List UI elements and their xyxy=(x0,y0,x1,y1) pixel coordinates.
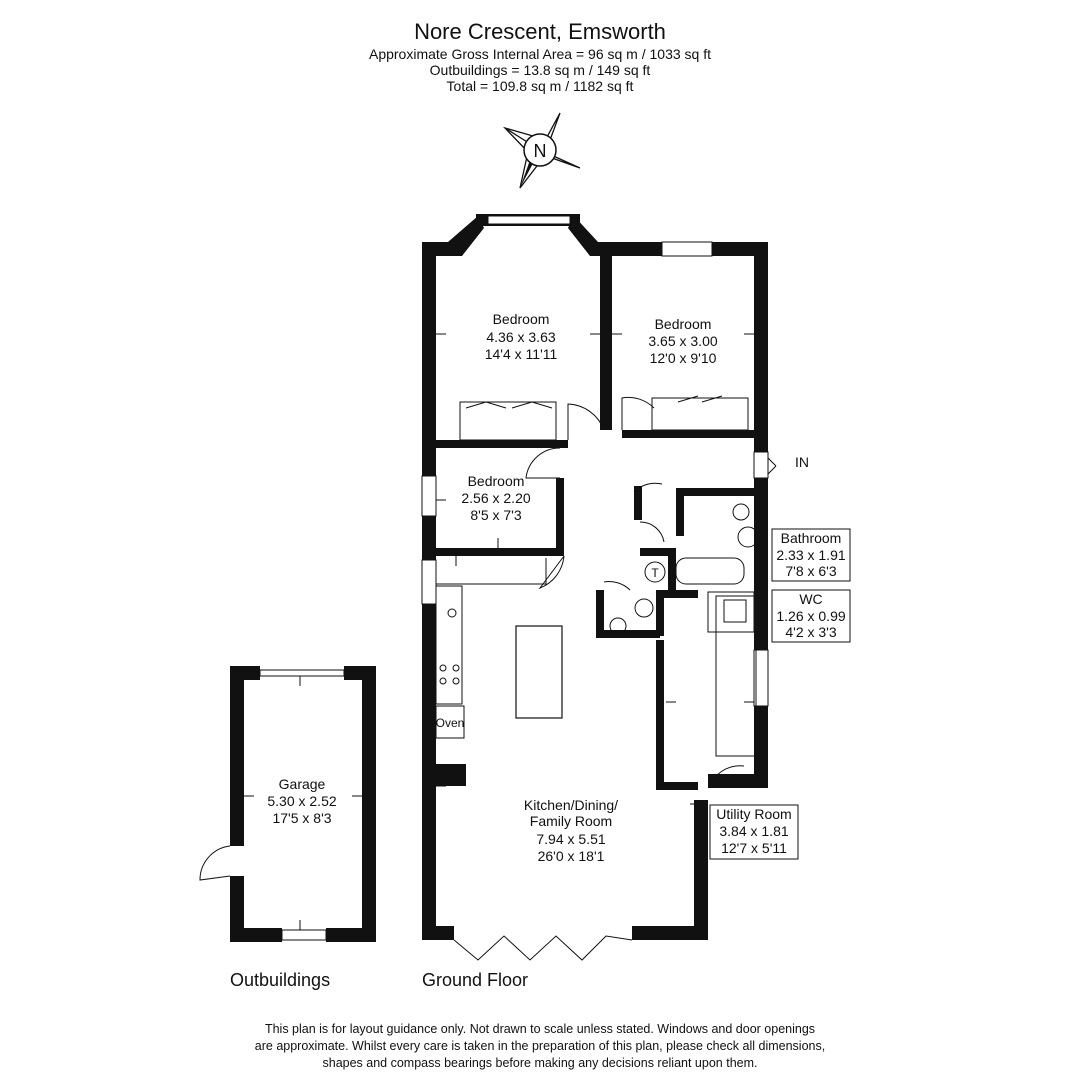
garage-metric: 5.30 x 2.52 xyxy=(267,793,336,809)
ground-floor-windows xyxy=(421,215,769,707)
bedroom-3-name: Bedroom xyxy=(468,473,525,489)
entrance-label: IN xyxy=(795,454,809,470)
outbuildings-label: Outbuildings xyxy=(230,970,331,990)
bathroom-imperial: 7'8 x 6'3 xyxy=(785,563,836,579)
bedroom-2-metric: 3.65 x 3.00 xyxy=(648,333,717,349)
bedroom-2-imperial: 12'0 x 9'10 xyxy=(650,350,717,366)
tank-icon xyxy=(644,561,666,583)
kitchen-metric: 7.94 x 5.51 xyxy=(536,831,605,847)
tank-label: T xyxy=(651,566,659,580)
room-kitchen: Kitchen/Dining/ Family Room 7.94 x 5.51 … xyxy=(524,797,618,864)
garage-imperial: 17'5 x 8'3 xyxy=(272,810,331,826)
room-bedroom-2: Bedroom 3.65 x 3.00 12'0 x 9'10 xyxy=(648,316,717,366)
bedroom-3-imperial: 8'5 x 7'3 xyxy=(470,507,521,523)
dimension-markers xyxy=(244,333,754,930)
compass-icon: N xyxy=(502,112,581,189)
wc-imperial: 4'2 x 3'3 xyxy=(785,624,836,640)
room-utility: Utility Room 3.84 x 1.81 12'7 x 5'11 xyxy=(709,804,799,860)
oven-label: Oven xyxy=(436,716,465,730)
kitchen-name-line1: Kitchen/Dining/ xyxy=(524,797,618,813)
bedroom-1-name: Bedroom xyxy=(493,311,550,327)
bedroom-1-imperial: 14'4 x 11'11 xyxy=(485,346,558,362)
garage-walls xyxy=(230,666,376,942)
garage-name: Garage xyxy=(279,776,326,792)
bedroom-1-metric: 4.36 x 3.63 xyxy=(486,329,555,345)
wc-name: WC xyxy=(799,591,822,607)
utility-imperial: 12'7 x 5'11 xyxy=(721,840,787,856)
disclaimer: This plan is for layout guidance only. N… xyxy=(220,1021,860,1072)
room-bathroom: Bathroom 2.33 x 1.91 7'8 x 6'3 xyxy=(771,528,851,582)
doors xyxy=(453,396,777,961)
plan-header: Nore Crescent, Emsworth Approximate Gros… xyxy=(0,18,1080,94)
property-title: Nore Crescent, Emsworth xyxy=(414,19,666,44)
room-bedroom-3: Bedroom 2.56 x 2.20 8'5 x 7'3 xyxy=(461,473,530,523)
room-bedroom-1: Bedroom 4.36 x 3.63 14'4 x 11'11 xyxy=(485,311,558,362)
room-garage: Garage 5.30 x 2.52 17'5 x 8'3 xyxy=(267,776,336,826)
disclaimer-line-3: shapes and compass bearings before makin… xyxy=(322,1056,758,1070)
outbuildings-area-text: Outbuildings = 13.8 sq m / 149 sq ft xyxy=(429,62,651,78)
room-wc: WC 1.26 x 0.99 4'2 x 3'3 xyxy=(771,589,851,643)
disclaimer-line-1: This plan is for layout guidance only. N… xyxy=(264,1022,816,1036)
bathroom-name: Bathroom xyxy=(781,530,842,546)
ground-floor-label: Ground Floor xyxy=(422,970,529,990)
compass-label: N xyxy=(534,141,547,161)
garage-openings xyxy=(199,669,345,941)
bathroom-metric: 2.33 x 1.91 xyxy=(776,547,845,563)
kitchen-name-line2: Family Room xyxy=(530,813,612,829)
bedroom-2-name: Bedroom xyxy=(655,316,712,332)
utility-name: Utility Room xyxy=(716,806,791,822)
kitchen-imperial: 26'0 x 18'1 xyxy=(538,848,605,864)
fittings xyxy=(435,395,759,757)
wc-metric: 1.26 x 0.99 xyxy=(776,608,845,624)
bedroom-3-metric: 2.56 x 2.20 xyxy=(461,490,530,506)
utility-metric: 3.84 x 1.81 xyxy=(719,823,788,839)
total-area-text: Total = 109.8 sq m / 1182 sq ft xyxy=(446,78,634,94)
gross-area-text: Approximate Gross Internal Area = 96 sq … xyxy=(368,46,711,62)
disclaimer-line-2: are approximate. Whilst every care is ta… xyxy=(254,1039,826,1053)
